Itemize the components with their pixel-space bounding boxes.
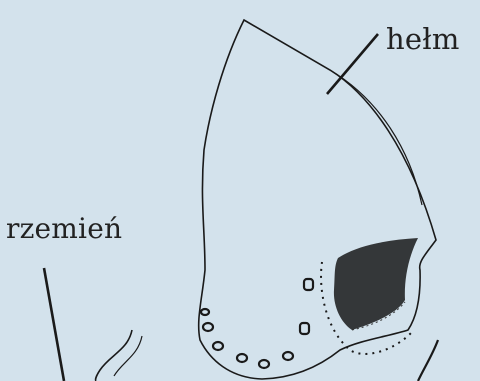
strap-right: [418, 340, 438, 381]
helm-label: hełm: [386, 22, 460, 56]
rivet-hole: [300, 323, 309, 334]
rivet-hole: [201, 309, 209, 315]
rzemien-pointer-line: [44, 268, 64, 381]
helmet-crest-line: [330, 70, 422, 205]
rivet-hole: [283, 352, 293, 360]
rivet-hole: [213, 342, 223, 350]
rivet-hole: [259, 360, 269, 368]
rivet-holes: [201, 279, 313, 368]
rivet-hole: [304, 279, 313, 290]
helmet-shading: [334, 238, 418, 330]
helm-pointer-line: [327, 34, 378, 94]
rivet-hole: [237, 354, 247, 362]
rivet-hole: [203, 323, 213, 331]
helmet-outline: [199, 20, 436, 379]
strap-left: [96, 330, 132, 381]
rzemien-label: rzemień: [6, 212, 122, 245]
